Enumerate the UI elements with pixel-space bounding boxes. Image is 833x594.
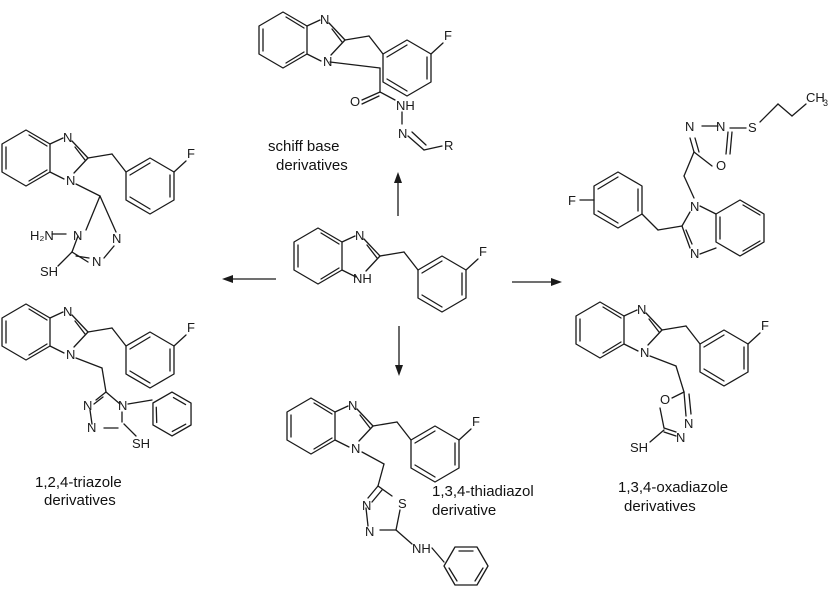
atom-n: N [362,498,371,513]
atom-n3: N [63,130,72,145]
atom-n: N [685,119,694,134]
atom-n1: N [351,441,360,456]
atom-n1: N [66,173,75,188]
propylthio-oxadiazole-molecule: F N N N N O S CH 3 [568,90,828,261]
phenyl-triazole-molecule: N N F N N N SH 1,2,4-triazole derivative… [1,303,202,509]
thiadiazol-caption-line1: 1,3,4-thiadiazol [432,483,534,500]
atom-ch3: CH [806,90,825,105]
atom-nh: NH [396,98,415,113]
atom-f: F [761,318,769,333]
atom-n1: N [323,54,332,69]
mercapto-oxadiazole-molecule: N N F O N N SH 1,3,4-oxadiazole derivati… [575,301,769,515]
arrow-left [222,275,276,283]
atom-ch3-sub: 3 [823,98,828,108]
oxadiazole-caption-line1: 1,3,4-oxadiazole [618,479,728,496]
atom-n: N [398,126,407,141]
atom-h2n: H₂N [30,228,54,243]
atom-s: S [398,496,407,511]
atom-o: O [350,94,360,109]
atom-f: F [187,320,195,335]
atom-n: N [365,524,374,539]
atom-f: F [479,244,487,259]
atom-n3: N [63,304,72,319]
atom-nh: NH [412,541,431,556]
triazole-caption-line2: derivatives [44,492,116,509]
arrow-up [394,172,402,216]
atom-n1: N [690,199,699,214]
atom-n3: N [348,398,357,413]
atom-s: S [748,120,757,135]
arrow-down [395,326,403,376]
atom-sh: SH [40,264,58,279]
thiadiazol-caption-line2: derivative [432,502,496,519]
atom-n: N [112,231,121,246]
atom-n3: N [320,12,329,27]
atom-n: N [83,398,92,413]
atom-r: R [444,138,453,153]
atom-n3: N [355,228,364,243]
atom-n: N [676,430,685,445]
atom-f: F [187,146,195,161]
atom-sh: SH [132,436,150,451]
atom-n1: N [640,345,649,360]
atom-f: F [568,193,576,208]
atom-n3: N [637,302,646,317]
center-molecule: N NH F [293,227,487,313]
atom-sh: SH [630,440,648,455]
atom-o: O [716,158,726,173]
atom-n3: N [690,246,699,261]
schiff-caption-line1: schiff base [268,138,339,155]
schiff-base-molecule: N N F O NH N R schiff base derivatives [258,11,453,174]
atom-n1: N [66,347,75,362]
atom-f: F [472,414,480,429]
atom-n4: N [73,228,82,243]
thiadiazol-molecule: N N F N N S NH 1,3,4-thiadiazol derivati… [286,397,534,586]
atom-n: N [87,420,96,435]
atom-n4: N [118,398,127,413]
triazole-caption-line1: 1,2,4-triazole [35,474,122,491]
atom-n: N [716,119,725,134]
atom-n: N [684,416,693,431]
oxadiazole-caption-line2: derivatives [624,498,696,515]
amino-triazole-molecule: N N F N N N H₂N SH [1,129,195,279]
arrow-right [512,278,562,286]
atom-o: O [660,392,670,407]
atom-n: N [92,254,101,269]
atom-nh: NH [353,271,372,286]
atom-f: F [444,28,452,43]
schiff-caption-line2: derivatives [276,157,348,174]
